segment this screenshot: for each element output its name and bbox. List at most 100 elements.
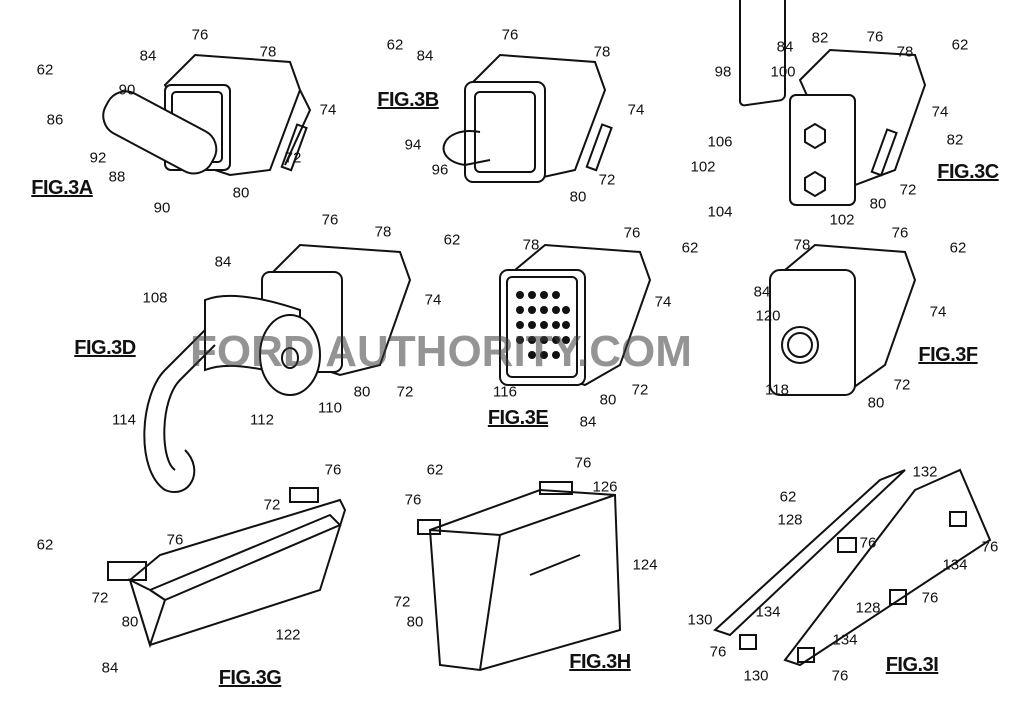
reference-numeral: 82 bbox=[946, 131, 964, 149]
reference-numeral: 78 bbox=[259, 43, 277, 61]
reference-numeral: 62 bbox=[36, 61, 54, 79]
reference-numeral: 92 bbox=[89, 149, 107, 167]
reference-numeral: 62 bbox=[951, 36, 969, 54]
fig-3i-drawing bbox=[713, 468, 992, 667]
reference-numeral: 62 bbox=[443, 231, 461, 249]
reference-numeral: 78 bbox=[793, 236, 811, 254]
reference-numeral: 130 bbox=[743, 667, 769, 685]
reference-numeral: 74 bbox=[931, 103, 949, 121]
reference-numeral: 134 bbox=[942, 556, 968, 574]
figure-title-3e: FIG.3E bbox=[487, 407, 549, 429]
reference-numeral: 120 bbox=[755, 307, 781, 325]
reference-numeral: 76 bbox=[859, 534, 877, 552]
reference-numeral: 102 bbox=[690, 158, 716, 176]
reference-numeral: 112 bbox=[250, 411, 274, 429]
reference-numeral: 104 bbox=[707, 203, 733, 221]
reference-numeral: 90 bbox=[118, 81, 136, 99]
reference-numeral: 62 bbox=[949, 239, 967, 257]
reference-numeral: 74 bbox=[929, 303, 947, 321]
figure-title-3g: FIG.3G bbox=[218, 667, 282, 689]
reference-numeral: 80 bbox=[353, 383, 371, 401]
reference-numeral: 76 bbox=[321, 211, 339, 229]
figure-title-3a: FIG.3A bbox=[31, 177, 93, 199]
reference-numeral: 78 bbox=[896, 43, 914, 61]
reference-numeral: 76 bbox=[166, 531, 184, 549]
reference-numeral: 76 bbox=[981, 538, 999, 556]
figure-title-3d: FIG.3D bbox=[74, 337, 136, 359]
reference-numeral: 114 bbox=[112, 411, 136, 429]
reference-numeral: 84 bbox=[753, 283, 771, 301]
reference-numeral: 110 bbox=[318, 399, 342, 417]
reference-numeral: 62 bbox=[426, 461, 444, 479]
reference-numeral: 116 bbox=[493, 383, 517, 401]
reference-numeral: 78 bbox=[593, 43, 611, 61]
reference-numeral: 132 bbox=[912, 463, 938, 481]
fig-3e-drawing bbox=[499, 243, 652, 387]
reference-numeral: 84 bbox=[214, 253, 232, 271]
fig-3g-drawing bbox=[107, 487, 347, 649]
reference-numeral: 76 bbox=[324, 461, 342, 479]
fig-3b-drawing bbox=[442, 53, 613, 183]
reference-numeral: 74 bbox=[627, 101, 645, 119]
reference-numeral: 100 bbox=[770, 63, 796, 81]
reference-numeral: 84 bbox=[416, 47, 434, 65]
reference-numeral: 62 bbox=[681, 239, 699, 257]
reference-numeral: 94 bbox=[404, 136, 422, 154]
reference-numeral: 96 bbox=[431, 161, 449, 179]
reference-numeral: 80 bbox=[406, 613, 424, 631]
reference-numeral: 76 bbox=[709, 643, 727, 661]
reference-numeral: 72 bbox=[284, 149, 302, 167]
reference-numeral: 76 bbox=[891, 224, 909, 242]
reference-numeral: 72 bbox=[598, 171, 616, 189]
reference-numeral: 102 bbox=[829, 211, 855, 229]
reference-numeral: 80 bbox=[867, 394, 885, 412]
reference-numeral: 74 bbox=[424, 291, 442, 309]
reference-numeral: 76 bbox=[501, 26, 519, 44]
reference-numeral: 134 bbox=[755, 603, 781, 621]
reference-numeral: 118 bbox=[765, 381, 789, 399]
reference-numeral: 76 bbox=[574, 454, 592, 472]
reference-numeral: 130 bbox=[687, 611, 713, 629]
reference-numeral: 74 bbox=[319, 101, 337, 119]
reference-numeral: 74 bbox=[654, 293, 672, 311]
reference-numeral: 84 bbox=[776, 38, 794, 56]
reference-numeral: 134 bbox=[832, 631, 858, 649]
reference-numeral: 78 bbox=[374, 223, 392, 241]
reference-numeral: 72 bbox=[263, 496, 281, 514]
reference-numeral: 128 bbox=[777, 511, 803, 529]
reference-numeral: 76 bbox=[866, 28, 884, 46]
reference-numeral: 82 bbox=[811, 29, 829, 47]
fig-3h-drawing bbox=[417, 481, 622, 672]
reference-numeral: 72 bbox=[899, 181, 917, 199]
reference-numeral: 72 bbox=[396, 383, 414, 401]
fig-3f-drawing bbox=[769, 243, 917, 396]
watermark-text: FORD AUTHORITY.COM bbox=[190, 327, 692, 376]
reference-numeral: 62 bbox=[386, 36, 404, 54]
fig-3c-drawing bbox=[739, 0, 927, 206]
reference-numeral: 88 bbox=[108, 168, 126, 186]
reference-numeral: 76 bbox=[191, 26, 209, 44]
reference-numeral: 106 bbox=[707, 133, 733, 151]
reference-numeral: 72 bbox=[393, 593, 411, 611]
reference-numeral: 72 bbox=[91, 589, 109, 607]
reference-numeral: 78 bbox=[522, 236, 540, 254]
reference-numeral: 84 bbox=[139, 47, 157, 65]
reference-numeral: 72 bbox=[893, 376, 911, 394]
figure-title-3h: FIG.3H bbox=[569, 651, 631, 673]
figure-title-3i: FIG.3I bbox=[885, 654, 939, 676]
reference-numeral: 98 bbox=[714, 63, 732, 81]
figure-title-3f: FIG.3F bbox=[918, 344, 978, 366]
reference-numeral: 62 bbox=[36, 536, 54, 554]
reference-numeral: 80 bbox=[121, 613, 139, 631]
reference-numeral: 122 bbox=[275, 626, 301, 644]
reference-numeral: 84 bbox=[579, 413, 597, 431]
reference-numeral: 76 bbox=[921, 589, 939, 607]
reference-numeral: 128 bbox=[855, 599, 881, 617]
reference-numeral: 80 bbox=[569, 188, 587, 206]
figure-title-3b: FIG.3B bbox=[377, 89, 439, 111]
reference-numeral: 76 bbox=[623, 224, 641, 242]
reference-numeral: 108 bbox=[142, 289, 168, 307]
fig-3d-drawing bbox=[143, 243, 412, 493]
